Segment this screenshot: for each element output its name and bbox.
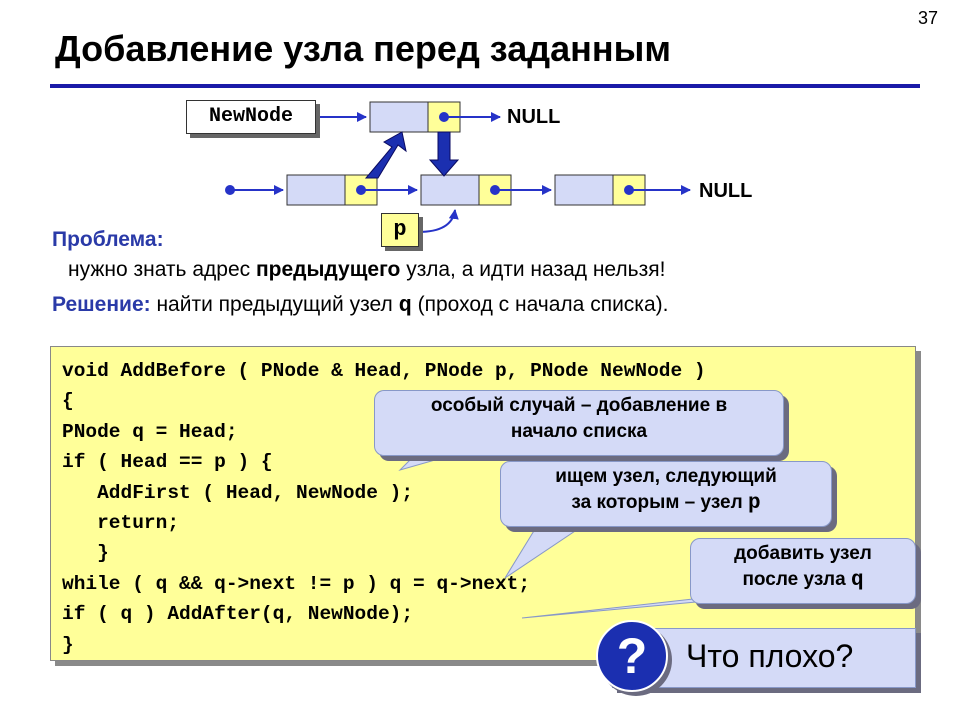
solution-text: Решение: найти предыдущий узел q (проход… — [52, 293, 668, 318]
newnode-pointer-label: NewNode — [186, 100, 316, 134]
code-line: void AddBefore ( PNode & Head, PNode p, … — [62, 360, 706, 382]
question-mark-icon: ? — [596, 620, 668, 692]
linked-list-diagram — [225, 101, 691, 237]
problem-heading: Проблема: — [52, 228, 164, 252]
callout-find-node-line2: за которым – узел p — [501, 490, 831, 517]
list-node-2 — [420, 174, 512, 206]
code-line: while ( q && q->next != p ) q = q->next; — [62, 572, 531, 595]
problem-label: Проблема: — [52, 228, 164, 251]
callout-special-case-line2: начало списка — [510, 421, 648, 442]
callout-find-node-line2-text: за которым – узел — [571, 492, 748, 513]
solution-var: q — [398, 293, 412, 318]
new-link-arrows — [364, 131, 460, 179]
null-label-bottom: NULL — [699, 180, 753, 202]
code-block: void AddBefore ( PNode & Head, PNode p, … — [62, 356, 706, 660]
page-title: Добавление узла перед заданным — [55, 28, 671, 69]
code-line: } — [62, 633, 74, 656]
callout-special-case-line1: особый случай – добавление в — [430, 395, 728, 416]
callout-find-node-line1: ищем узел, следующий — [555, 466, 777, 487]
null-label-top: NULL — [507, 106, 561, 128]
p-pointer-label: p — [381, 213, 419, 247]
callout-find-node: ищем узел, следующий за которым – узел p — [500, 461, 832, 527]
slide-number: 37 — [917, 8, 938, 28]
code-line: } — [62, 542, 109, 565]
callout-special-case: особый случай – добавление в начало спис… — [374, 390, 784, 456]
title-divider — [50, 84, 920, 88]
code-line: if ( q ) AddAfter(q, NewNode); — [62, 603, 414, 626]
solution-text-after: (проход с начала списка). — [411, 293, 669, 316]
callout-add-after: добавить узел после узла q — [690, 538, 916, 604]
code-line: if ( Head == p ) { — [62, 451, 273, 474]
question-text: Что плохо? — [686, 638, 854, 674]
solution-text-before: найти предыдущий узел — [150, 293, 399, 316]
callout-add-after-line2-text: после узла — [742, 569, 851, 590]
code-line: { — [62, 390, 74, 413]
list-node-1 — [286, 174, 378, 206]
callout-find-node-var: p — [747, 492, 761, 515]
callout-add-after-line1: добавить узел — [734, 543, 872, 564]
code-line: AddFirst ( Head, NewNode ); — [62, 481, 414, 504]
problem-text-after: узла, а идти назад нельзя! — [400, 258, 666, 281]
problem-text-before: нужно знать адрес — [68, 258, 256, 281]
solution-label: Решение: — [52, 293, 151, 316]
problem-text-bold: предыдущего — [255, 258, 401, 281]
callout-add-after-var: q — [850, 569, 864, 592]
code-line: PNode q = Head; — [62, 420, 238, 443]
callout-add-after-line2: после узла q — [691, 567, 915, 594]
code-line: return; — [62, 511, 180, 534]
problem-text: нужно знать адрес предыдущего узла, а ид… — [68, 258, 665, 282]
